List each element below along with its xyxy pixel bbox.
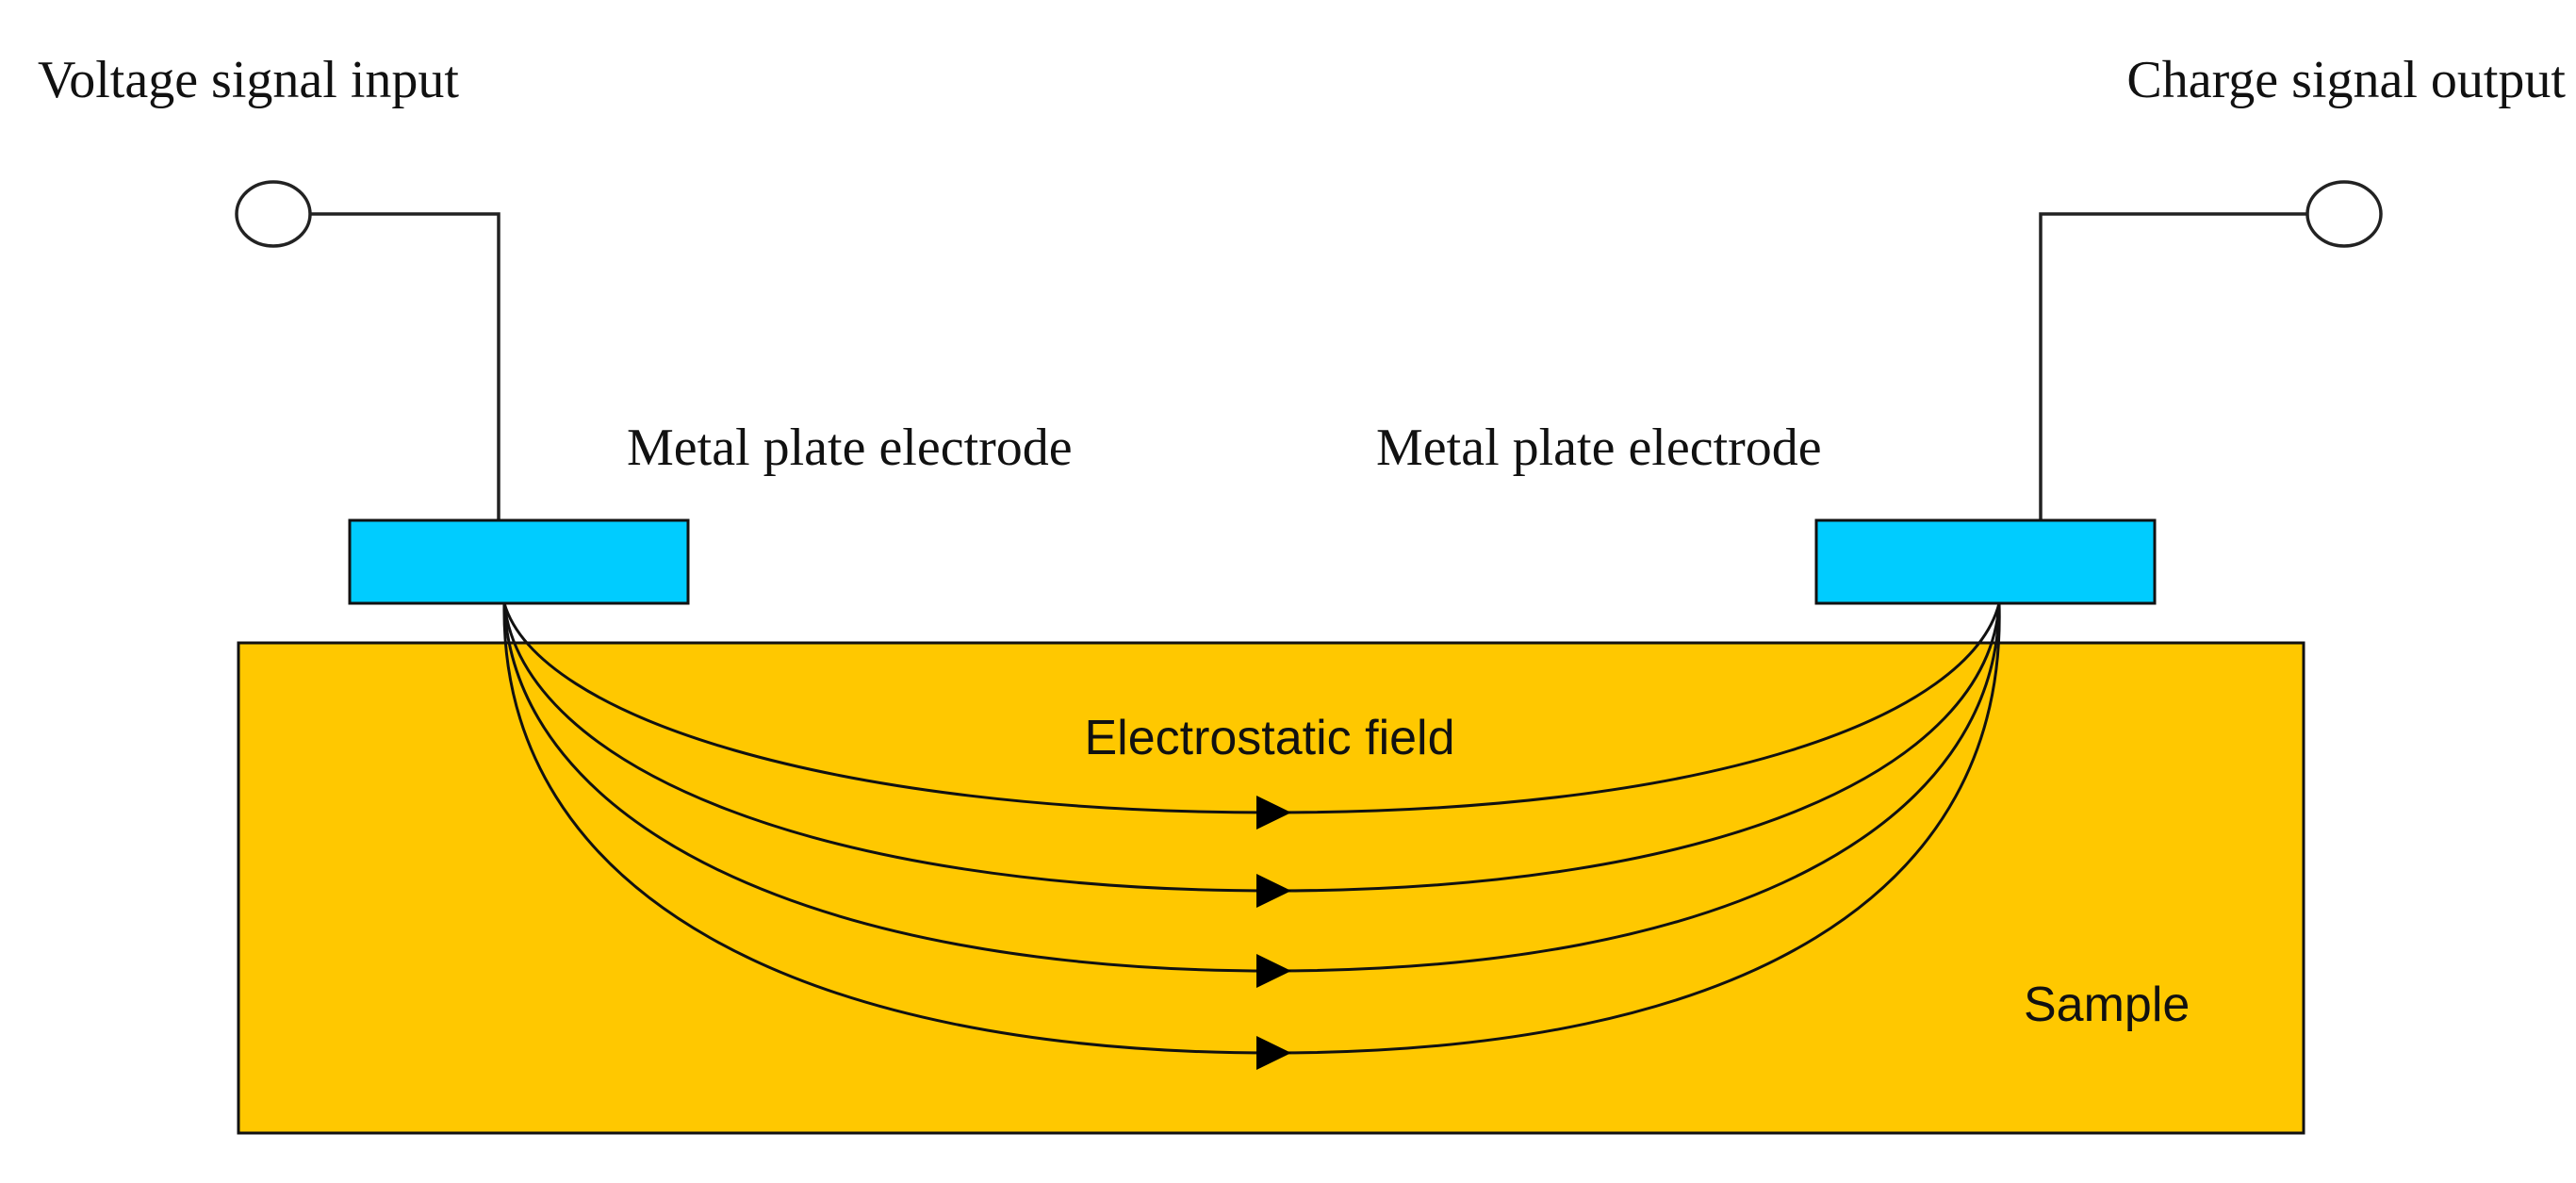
field-arrow-3 xyxy=(1256,954,1291,988)
right-electrode xyxy=(1814,518,2157,605)
input-wire xyxy=(309,212,500,520)
sample-label: Sample xyxy=(2024,978,2190,1032)
voltage-input-label: Voltage signal input xyxy=(38,51,459,109)
output-terminal xyxy=(2305,180,2383,248)
field-label: Electrostatic field xyxy=(1084,711,1454,765)
left-electrode-label: Metal plate electrode xyxy=(627,419,1073,477)
input-terminal xyxy=(235,180,312,248)
field-arrow-2 xyxy=(1256,874,1291,908)
field-arrows xyxy=(1256,796,1291,1070)
field-arrow-4 xyxy=(1256,1036,1291,1070)
right-electrode-label: Metal plate electrode xyxy=(1376,419,1822,477)
charge-output-label: Charge signal output xyxy=(2126,51,2566,109)
field-arrow-1 xyxy=(1256,796,1291,830)
left-electrode xyxy=(348,518,690,605)
output-wire xyxy=(2039,212,2309,520)
